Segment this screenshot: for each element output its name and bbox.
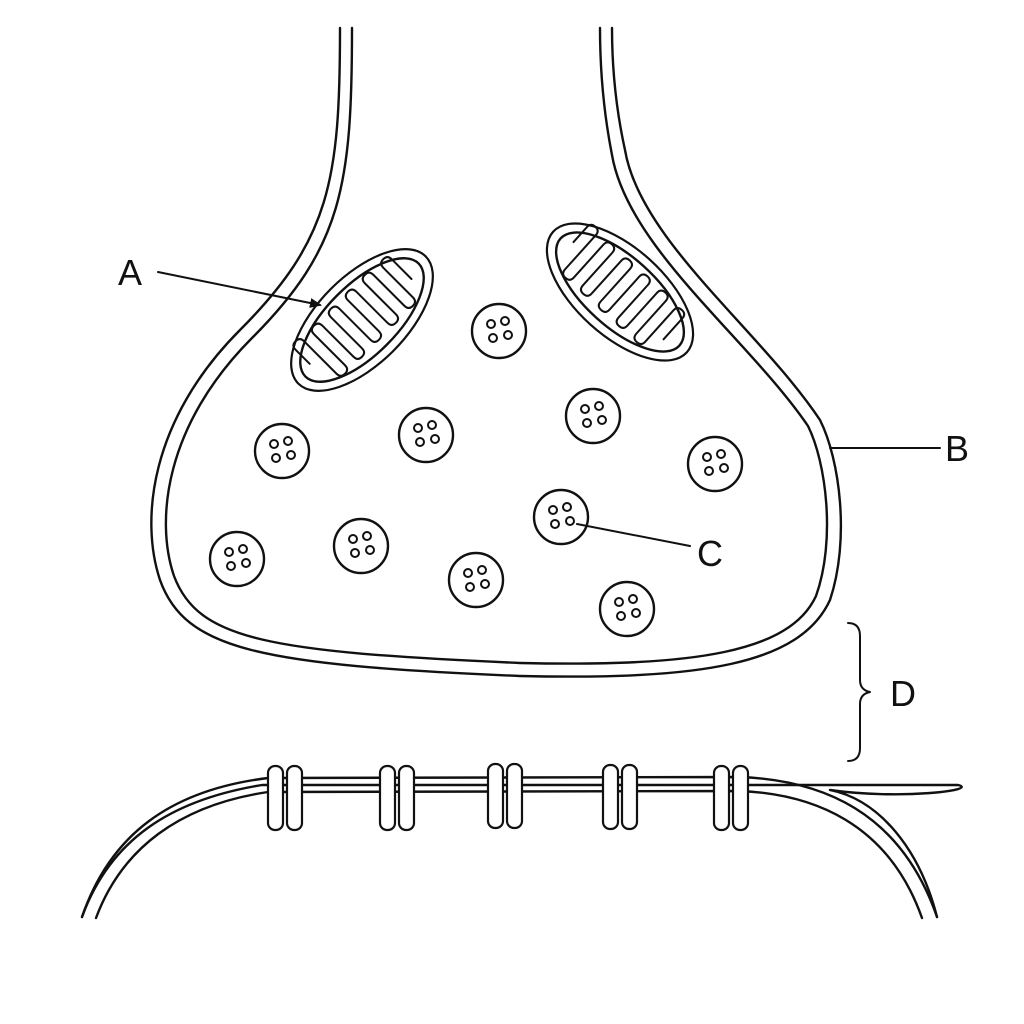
- receptor: [486, 762, 524, 830]
- label-c-leader: [576, 523, 691, 547]
- synaptic-vesicles: [208, 302, 744, 638]
- presynaptic-terminal: [150, 26, 843, 678]
- vesicle: [564, 387, 622, 445]
- vesicle: [208, 530, 266, 588]
- label-a-arrow: [157, 271, 322, 308]
- label-b: B: [945, 428, 969, 469]
- vesicle: [598, 580, 656, 638]
- mitochondria: [290, 222, 695, 392]
- receptors: [266, 762, 750, 832]
- vesicle: [447, 551, 505, 609]
- mitochondrion-left: [290, 248, 434, 392]
- vesicle: [686, 435, 744, 493]
- postsynaptic-membrane-outer: [80, 783, 963, 919]
- label-c-group: C: [576, 523, 723, 574]
- mitochondrion-left-cristae: [292, 256, 417, 377]
- receptor: [378, 764, 416, 832]
- label-d-bracket: [847, 622, 871, 762]
- label-c: C: [697, 533, 723, 574]
- vesicle: [332, 517, 390, 575]
- presynaptic-membrane-outer: [150, 26, 843, 678]
- label-a-group: A: [118, 252, 322, 308]
- vesicle: [253, 422, 311, 480]
- label-a: A: [118, 252, 142, 293]
- label-b-group: B: [829, 428, 969, 469]
- vesicle-c: [532, 488, 590, 546]
- vesicle: [397, 406, 455, 464]
- receptor: [266, 764, 304, 832]
- vesicle: [470, 302, 528, 360]
- label-d-group: D: [847, 622, 916, 762]
- label-d: D: [890, 673, 916, 714]
- mitochondrion-right-cristae: [562, 223, 686, 345]
- receptor: [712, 764, 750, 832]
- receptor: [601, 763, 639, 831]
- presynaptic-membrane-inner: [164, 26, 829, 665]
- mitochondrion-right: [545, 222, 695, 362]
